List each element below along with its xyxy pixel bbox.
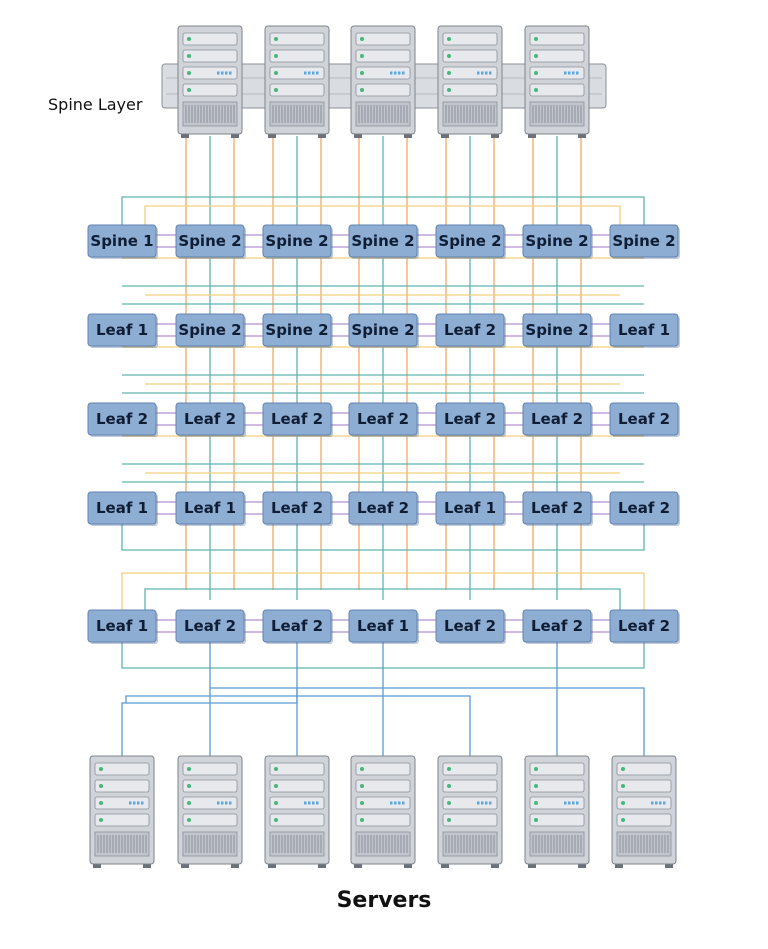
switch-label: Leaf 2 xyxy=(531,499,583,517)
switch-node[interactable]: Leaf 2 xyxy=(435,609,506,644)
server-rack-icon xyxy=(177,755,243,868)
switch-node[interactable]: Leaf 2 xyxy=(348,402,419,437)
switch-label: Leaf 1 xyxy=(96,617,148,635)
switch-label: Spine 2 xyxy=(525,321,588,339)
server-rack-icon xyxy=(437,25,503,138)
switch-node[interactable]: Spine 2 xyxy=(522,224,593,259)
server-rack-icon xyxy=(264,25,330,138)
switch-label: Spine 2 xyxy=(178,321,241,339)
servers-label: Servers xyxy=(337,888,432,913)
switch-label: Spine 2 xyxy=(178,232,241,250)
server-rack-icon xyxy=(350,25,416,138)
switch-node[interactable]: Leaf 2 xyxy=(609,491,680,526)
mesh-line xyxy=(121,196,645,225)
switch-node[interactable]: Spine 2 xyxy=(262,313,333,348)
server-rack-icon xyxy=(264,755,330,868)
switch-label: Leaf 1 xyxy=(357,617,409,635)
switch-node[interactable]: Leaf 1 xyxy=(175,491,246,526)
server-rack-icon xyxy=(89,755,155,868)
switch-label: Spine 2 xyxy=(612,232,675,250)
switch-node[interactable]: Leaf 1 xyxy=(435,491,506,526)
switch-node[interactable]: Leaf 2 xyxy=(262,402,333,437)
switch-label: Leaf 1 xyxy=(444,499,496,517)
switch-label: Spine 2 xyxy=(351,321,414,339)
mesh-line xyxy=(121,572,645,610)
switch-node[interactable]: Leaf 1 xyxy=(87,609,158,644)
switch-node[interactable]: Spine 2 xyxy=(348,313,419,348)
switch-label: Leaf 2 xyxy=(444,410,496,428)
switch-label: Spine 2 xyxy=(265,232,328,250)
switch-label: Spine 2 xyxy=(438,232,501,250)
switch-grid: Spine 1 Spine 2 Spine 2 Spine 2 Spine 2 Spine… xyxy=(87,224,680,644)
switch-node[interactable]: Spine 2 xyxy=(262,224,333,259)
switch-node[interactable]: Leaf 2 xyxy=(262,609,333,644)
switch-node[interactable]: Leaf 2 xyxy=(87,402,158,437)
switch-node[interactable]: Spine 2 xyxy=(175,224,246,259)
server-rack-icon xyxy=(524,755,590,868)
spine-layer-label: Spine Layer xyxy=(48,95,143,114)
switch-label: Leaf 2 xyxy=(444,617,496,635)
mesh-line xyxy=(121,524,645,551)
switch-node[interactable]: Spine 2 xyxy=(348,224,419,259)
switch-label: Leaf 2 xyxy=(271,499,323,517)
switch-node[interactable]: Leaf 2 xyxy=(348,491,419,526)
switch-node[interactable]: Leaf 2 xyxy=(522,402,593,437)
switch-label: Leaf 2 xyxy=(271,617,323,635)
switch-node[interactable]: Spine 2 xyxy=(609,224,680,259)
switch-node[interactable]: Leaf 1 xyxy=(87,491,158,526)
switch-node[interactable]: Leaf 2 xyxy=(175,609,246,644)
switch-label: Leaf 2 xyxy=(444,321,496,339)
switch-node[interactable]: Leaf 2 xyxy=(522,491,593,526)
switch-node[interactable]: Leaf 1 xyxy=(87,313,158,348)
switch-label: Spine 1 xyxy=(90,232,153,250)
switch-label: Leaf 2 xyxy=(271,410,323,428)
server-rack-icon xyxy=(437,755,503,868)
switch-node[interactable]: Leaf 2 xyxy=(262,491,333,526)
switch-node[interactable]: Leaf 2 xyxy=(435,402,506,437)
switch-node[interactable]: Leaf 2 xyxy=(609,402,680,437)
switch-label: Spine 2 xyxy=(265,321,328,339)
switch-node[interactable]: Leaf 1 xyxy=(609,313,680,348)
switch-label: Leaf 2 xyxy=(618,410,670,428)
switch-label: Spine 2 xyxy=(351,232,414,250)
switch-node[interactable]: Leaf 1 xyxy=(348,609,419,644)
downlink-line xyxy=(125,695,471,760)
switch-label: Leaf 1 xyxy=(96,499,148,517)
switch-label: Leaf 1 xyxy=(618,321,670,339)
switch-node[interactable]: Spine 2 xyxy=(522,313,593,348)
switch-label: Leaf 2 xyxy=(184,617,236,635)
server-rack-icon xyxy=(524,25,590,138)
switch-label: Leaf 1 xyxy=(96,321,148,339)
switch-node[interactable]: Spine 2 xyxy=(175,313,246,348)
switch-node[interactable]: Leaf 2 xyxy=(435,313,506,348)
switch-label: Leaf 2 xyxy=(618,617,670,635)
switch-label: Leaf 2 xyxy=(96,410,148,428)
switch-label: Leaf 2 xyxy=(618,499,670,517)
switch-label: Leaf 2 xyxy=(357,499,409,517)
switch-node[interactable]: Leaf 2 xyxy=(175,402,246,437)
switch-label: Leaf 2 xyxy=(531,617,583,635)
switch-node[interactable]: Spine 1 xyxy=(87,224,158,259)
switch-label: Leaf 2 xyxy=(184,410,236,428)
mesh-line xyxy=(144,205,621,225)
switch-label: Leaf 2 xyxy=(357,410,409,428)
switch-node[interactable]: Leaf 2 xyxy=(609,609,680,644)
server-rack-icon xyxy=(177,25,243,138)
mesh-line xyxy=(144,588,621,610)
switch-label: Spine 2 xyxy=(525,232,588,250)
switch-node[interactable]: Spine 2 xyxy=(435,224,506,259)
servers-row xyxy=(89,755,677,868)
downlink-line xyxy=(210,687,645,760)
switch-node[interactable]: Leaf 2 xyxy=(522,609,593,644)
switch-label: Leaf 1 xyxy=(184,499,236,517)
server-rack-icon xyxy=(350,755,416,868)
server-rack-icon xyxy=(611,755,677,868)
switch-label: Leaf 2 xyxy=(531,410,583,428)
spine-servers xyxy=(161,25,607,138)
